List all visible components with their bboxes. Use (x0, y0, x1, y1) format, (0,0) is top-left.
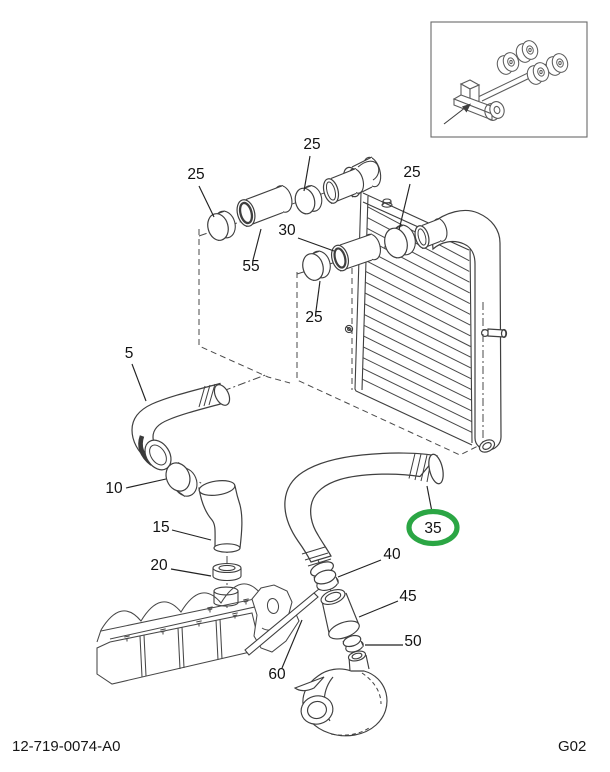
callout-leader-30 (297, 237, 335, 252)
clamp-25-b (294, 184, 323, 215)
hose-5 (131, 382, 231, 471)
cooler-outlet-pipe (430, 209, 508, 453)
clamp-25-d (384, 224, 416, 259)
cooler-louver (362, 378, 473, 433)
bolt-icon (243, 598, 249, 605)
cooler-louver (366, 249, 471, 305)
callout-leader-45 (358, 600, 399, 618)
callout-label-40[interactable]: 40 (383, 546, 401, 563)
callout-label-20[interactable]: 20 (150, 557, 168, 574)
cooler-louver (362, 367, 472, 423)
callout-leader-25 (303, 155, 311, 192)
callout-label-25[interactable]: 25 (305, 309, 322, 326)
dashed-panel-left (198, 229, 291, 384)
callout-label-5[interactable]: 5 (125, 345, 134, 362)
adapter-45 (320, 588, 360, 640)
callout-leader-35 (426, 485, 433, 513)
inlet-neck-curve (357, 160, 380, 181)
page-code: G02 (558, 738, 586, 755)
hose-5-opening (144, 439, 172, 471)
pipe-fitting-icon (481, 328, 508, 339)
truck-wheel-icon (515, 40, 539, 63)
cooler-louver (363, 335, 472, 390)
gasket-20 (212, 562, 242, 582)
callout-label-25[interactable]: 25 (187, 166, 204, 183)
clamp-25-a (207, 210, 236, 242)
hose-35-upper-end (428, 453, 444, 485)
callout-leader-25 (398, 183, 411, 231)
callout-label-30[interactable]: 30 (278, 222, 296, 239)
cooler-louver (365, 260, 471, 315)
cooler-inlet-stub-upper (322, 167, 365, 205)
bolt-icon (196, 620, 202, 627)
truck-chassis-icon (452, 40, 569, 121)
cooler-louver (363, 324, 472, 380)
callout-label-35[interactable]: 35 (424, 520, 441, 537)
callout-leader-5 (131, 363, 147, 402)
callout-label-55[interactable]: 55 (242, 258, 259, 275)
tube-60 (244, 588, 320, 656)
bolt-icon (124, 635, 130, 642)
callout-label-60[interactable]: 60 (268, 666, 286, 683)
cooler-louver (365, 270, 471, 326)
callout-leader-15 (171, 529, 212, 541)
callout-leader-55 (252, 228, 262, 261)
callout-leader-25 (198, 185, 215, 218)
cooler-louver (362, 357, 472, 412)
bolt-icon (207, 606, 213, 613)
clamp-40 (313, 569, 340, 591)
upper-duct-parts (207, 167, 365, 242)
hose-35 (284, 452, 444, 577)
bolt-icon (160, 628, 166, 635)
cooler-louver (366, 227, 470, 283)
locator-arrow-icon (443, 103, 471, 125)
truck-wheel-icon (526, 62, 550, 85)
tube-55 (236, 184, 293, 228)
clamp-50 (342, 634, 365, 653)
callout-leader-25 (315, 280, 321, 312)
callout-label-15[interactable]: 15 (152, 519, 169, 536)
turbo-inlet-nozzle (300, 695, 334, 725)
cooler-louver (366, 238, 470, 294)
callout-leader-40 (337, 559, 382, 578)
cooler-louver (364, 303, 471, 358)
bolt-icon (232, 612, 238, 619)
callout-leader-10 (125, 478, 167, 489)
callout-leader-20 (170, 568, 212, 577)
lower-duct-parts (302, 217, 448, 282)
tube-30 (330, 233, 381, 272)
clamp-10 (165, 462, 198, 497)
callout-label-25[interactable]: 25 (303, 136, 320, 153)
inset-border (430, 21, 588, 138)
truck-chassis-inset (430, 21, 588, 138)
callout-label-50[interactable]: 50 (404, 633, 422, 650)
callout-leader-60 (281, 619, 303, 669)
callout-label-25[interactable]: 25 (403, 164, 420, 181)
cooler-louver (365, 281, 471, 337)
highlight-ring (406, 508, 460, 547)
screw-icon (344, 324, 354, 334)
truck-wheel-icon (496, 52, 520, 75)
cooler-louver (364, 292, 471, 347)
callout-label-10[interactable]: 10 (105, 480, 123, 497)
truck-wheel-icon (545, 53, 569, 76)
callouts: 25 25 55 30 25 25 5 10 15 20 40 45 50 60 35 (105, 136, 460, 683)
turbocharger (293, 650, 388, 737)
elbow-hose-15 (198, 480, 243, 553)
figure-number: 12-719-0074-A0 (12, 738, 120, 755)
cooler-louver (363, 346, 472, 401)
cooler-inlet-stub-lower (414, 217, 448, 250)
cooler-louver (364, 314, 472, 369)
callout-label-45[interactable]: 45 (399, 588, 416, 605)
bolt-icon (381, 198, 393, 208)
clamp-25-c (302, 250, 331, 282)
dashed-panel-right (296, 272, 483, 456)
